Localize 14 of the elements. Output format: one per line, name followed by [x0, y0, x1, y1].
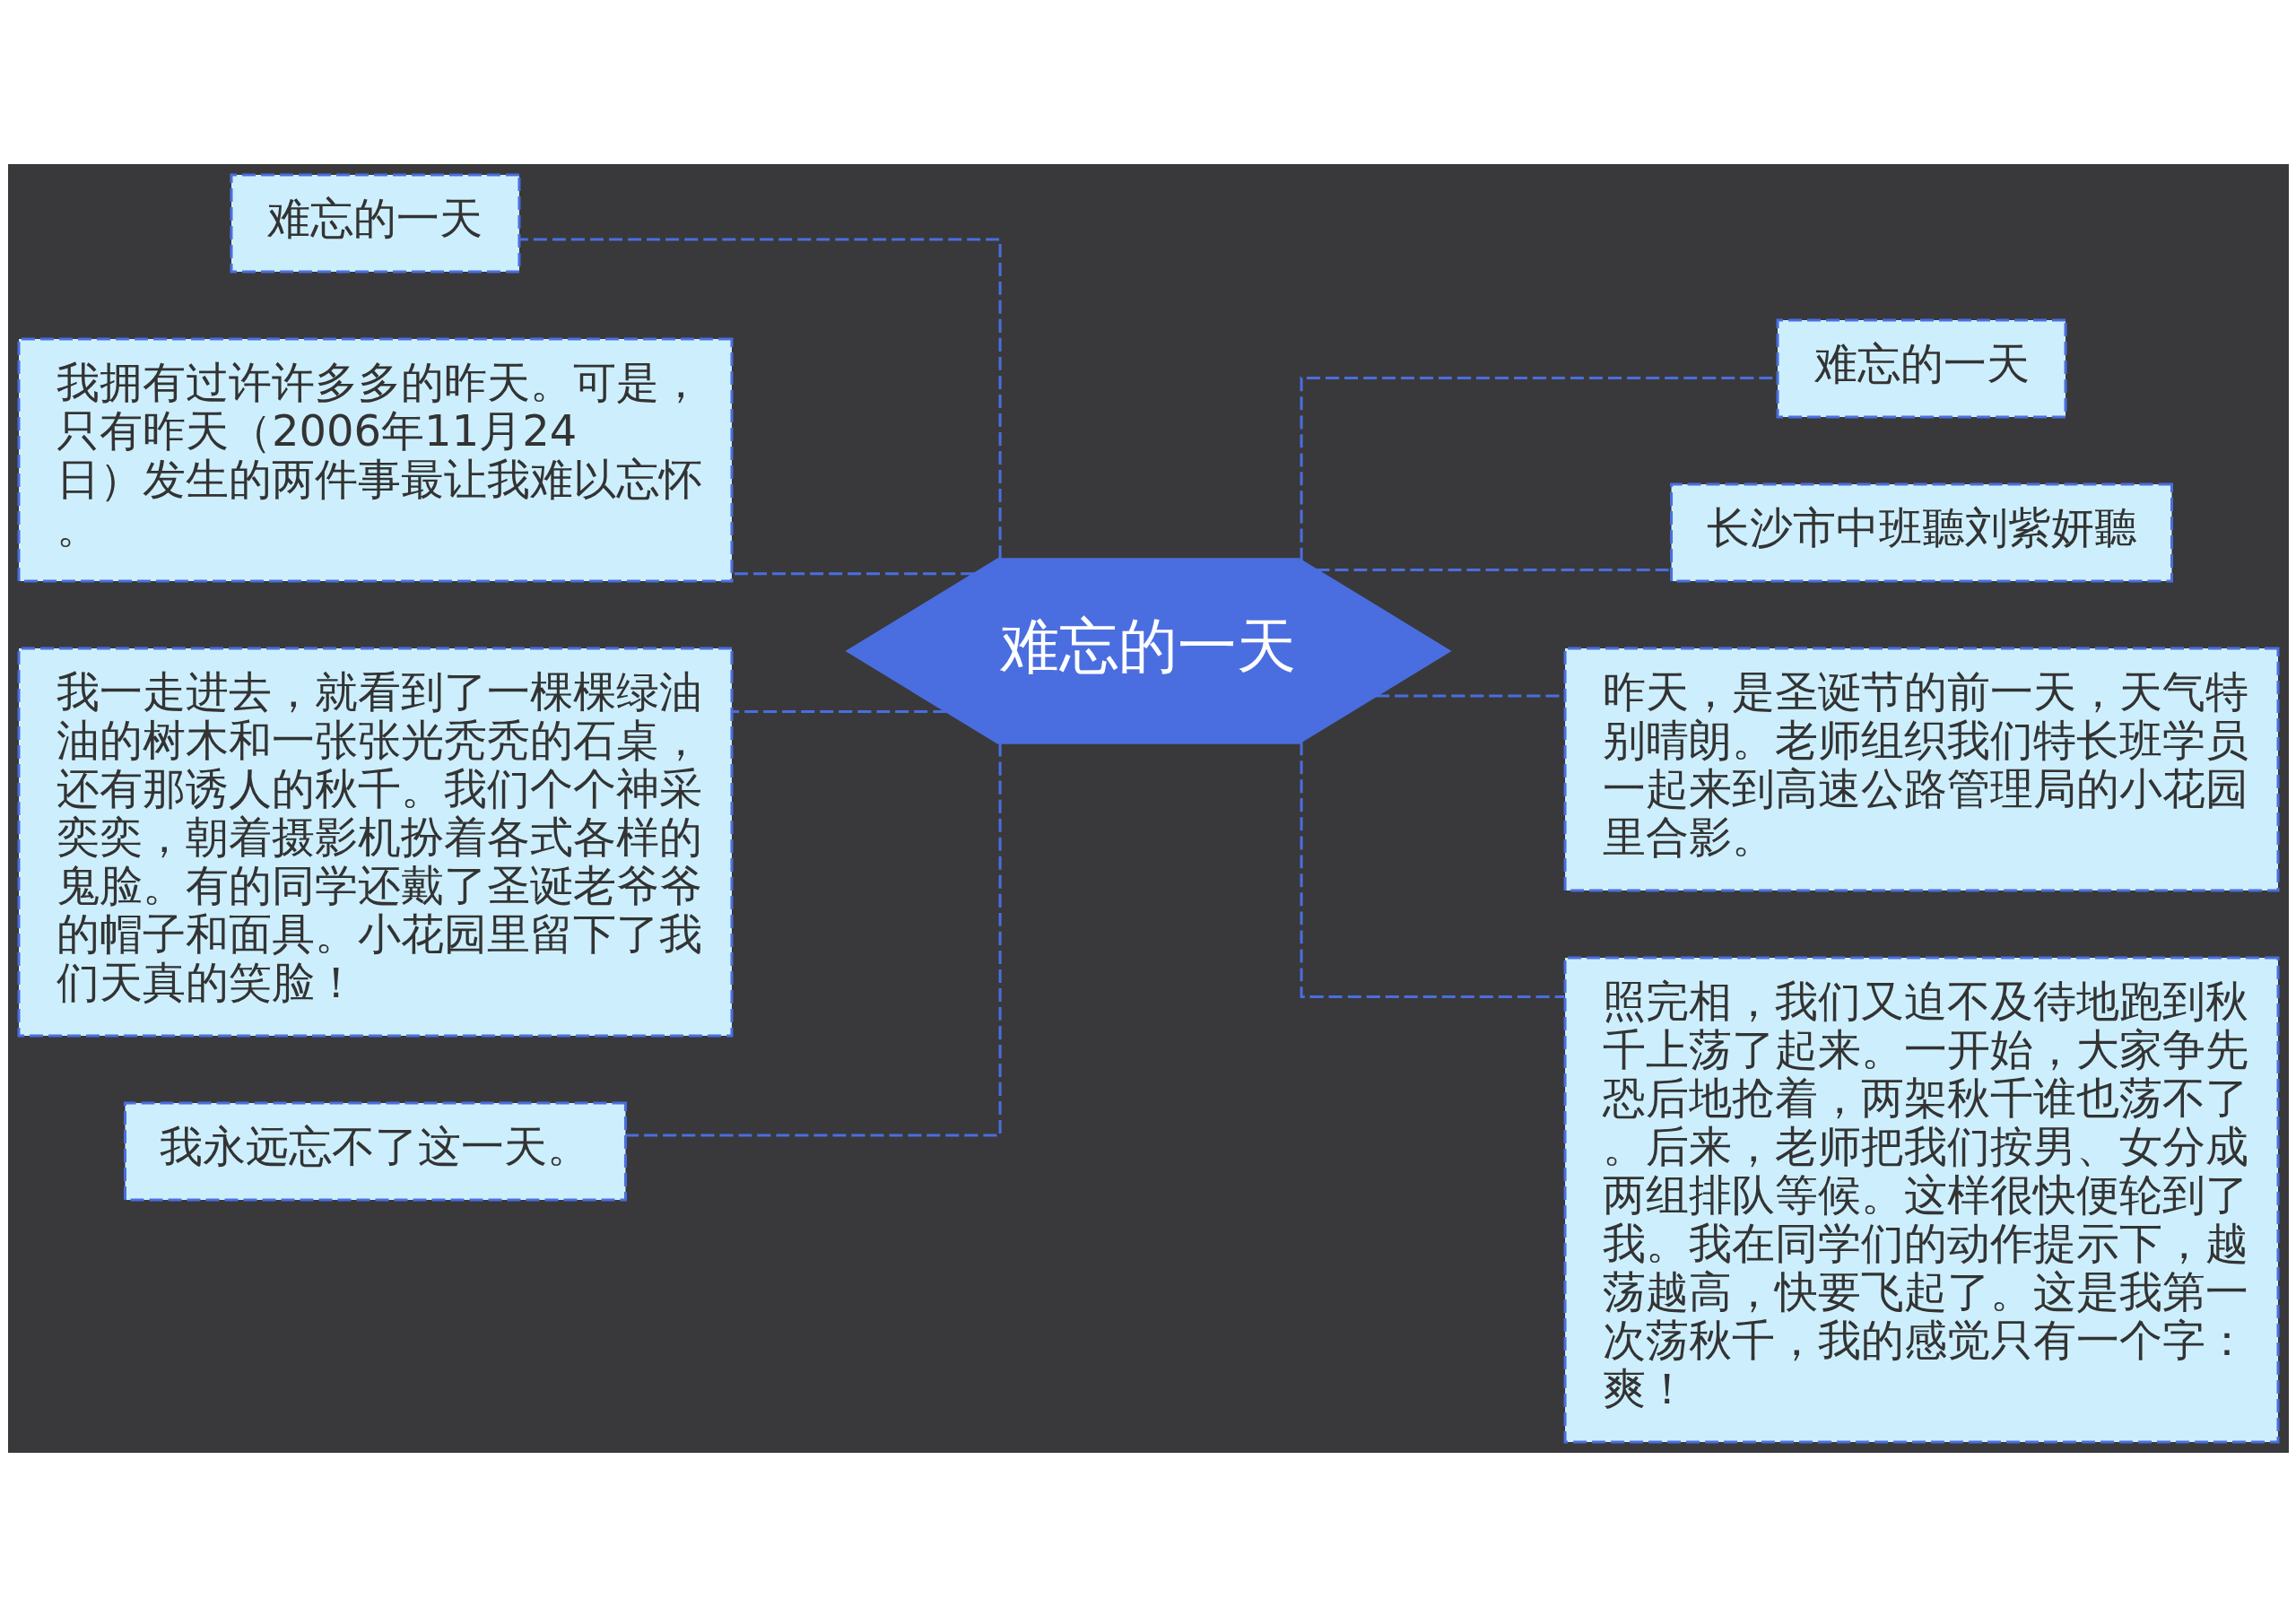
node-box: 长沙市中班聽刘紫妍聽	[1669, 482, 2173, 582]
node-box: 难忘的一天	[1776, 318, 2066, 419]
node-box: 难忘的一天	[230, 173, 520, 274]
node-box: 我一走进去，就看到了一棵棵绿油油的树木和一张张光秃秃的石桌，还有那诱人的秋千。我们个个神采奕奕，朝着摄影机扮着各式各样的鬼脸。有的同学还戴了圣诞老爷爷的帽子和面具。小花园里留下了我们天真的笑脸！	[17, 647, 733, 1037]
connector	[1316, 568, 1671, 571]
node-box: 照完相，我们又迫不及待地跑到秋千上荡了起来。一开始，大家争先恐后地抢着，两架秋千谁也荡不了。后来，老师把我们按男、女分成两组排队等候。这样很快便轮到了我。我在同学们的动作提示下，越荡越高，快要飞起了。这是我第一次荡秋千，我的感觉只有一个字：爽！	[1563, 956, 2279, 1443]
connector	[731, 709, 946, 713]
node-box: 我拥有过许许多多的昨天。可是，只有昨天（2006年11月24日）发生的两件事最让我难以忘怀。	[17, 337, 733, 582]
connector	[518, 238, 1002, 559]
node-box: 我永远忘不了这一天。	[123, 1101, 627, 1201]
node-box: 昨天，是圣诞节的前一天，天气特别晴朗。老师组织我们特长班学员一起来到高速公路管理局的小花园里合影。	[1563, 647, 2279, 891]
connector	[732, 571, 974, 575]
connector	[625, 743, 1002, 1136]
connector	[1300, 741, 1564, 998]
